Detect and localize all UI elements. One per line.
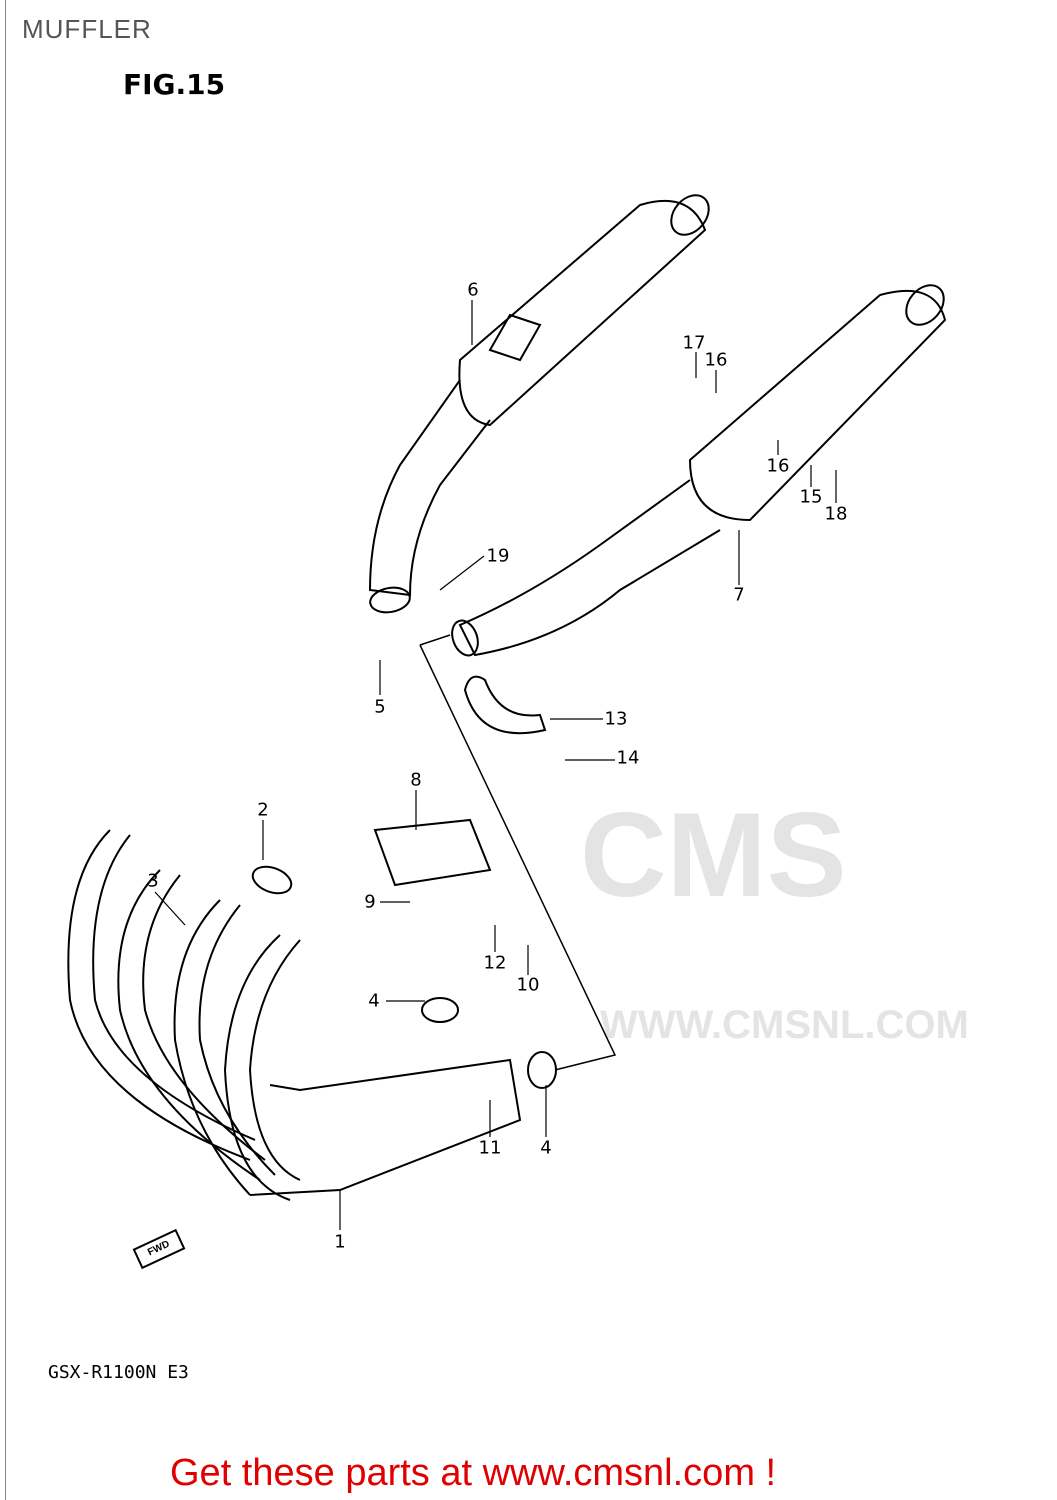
fwd-label: FWD [146, 1238, 172, 1259]
callout-1: 1 [334, 1231, 346, 1253]
callout-12: 12 [483, 952, 507, 974]
callout-15: 15 [799, 486, 823, 508]
callout-16: 16 [704, 349, 728, 371]
leader-lines [154, 300, 837, 1230]
callout-14: 14 [616, 747, 640, 769]
callout-7: 7 [733, 584, 745, 606]
muffler-right [451, 284, 947, 657]
callout-10: 10 [516, 974, 540, 996]
mounting-plate [373, 818, 492, 887]
callout-4: 4 [368, 990, 380, 1012]
muffler-bracket [463, 675, 547, 735]
page-border [5, 0, 6, 1500]
footer-link[interactable]: Get these parts at www.cmsnl.com ! [170, 1452, 777, 1494]
callout-18: 18 [824, 503, 848, 525]
callout-6: 6 [467, 279, 479, 301]
callout-16: 16 [766, 455, 790, 477]
callout-4: 4 [540, 1137, 552, 1159]
callout-3: 3 [147, 870, 159, 892]
callout-8: 8 [410, 769, 422, 791]
watermark-url: WWW.CMSNL.COM [600, 1003, 969, 1047]
assembly-bracket-line [419, 634, 451, 646]
muffler-left [368, 194, 710, 614]
callout-5: 5 [374, 696, 386, 718]
exhaust-headers [67, 829, 557, 1201]
callout-11: 11 [478, 1137, 502, 1159]
callout-17: 17 [682, 332, 706, 354]
assembly-bracket-line [419, 644, 617, 1071]
callout-19: 19 [486, 545, 510, 567]
watermark-logo: CMS [580, 788, 847, 922]
model-label: GSX-R1100N E3 [48, 1362, 189, 1383]
section-title: MUFFLER [22, 14, 152, 44]
callout-13: 13 [604, 708, 628, 730]
callout-2: 2 [257, 799, 269, 821]
callout-9: 9 [364, 891, 376, 913]
figure-label: FIG.15 [123, 68, 226, 101]
